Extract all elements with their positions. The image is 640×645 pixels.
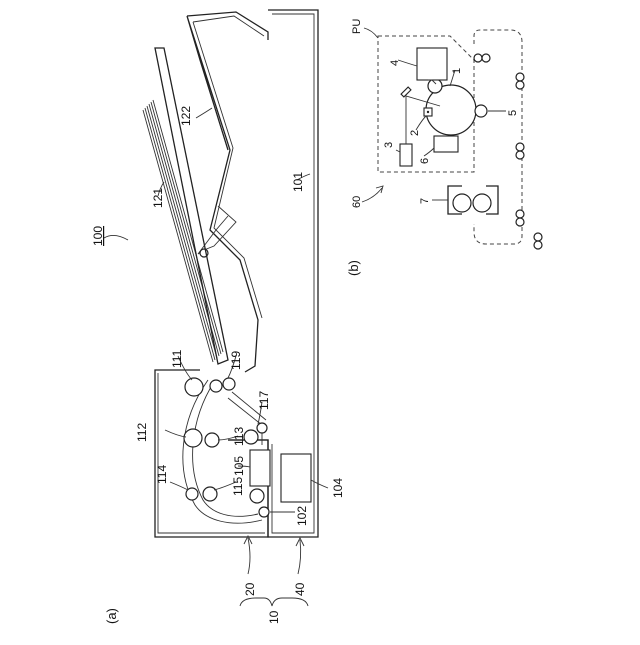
label-40: 40 [293, 582, 307, 596]
charger-2-dot [427, 111, 429, 113]
label-113: 113 [232, 427, 246, 446]
label-117: 117 [257, 391, 271, 410]
label-122: 122 [179, 106, 193, 126]
leader-114 [170, 482, 188, 490]
label-1: 1 [451, 68, 463, 74]
label-114: 114 [155, 465, 169, 484]
roller-113 [205, 433, 219, 447]
leader-2 [416, 116, 426, 130]
leader-3 [396, 150, 400, 152]
figure-b: (b) PU 4 1 5 2 3 6 7 60 [346, 19, 542, 276]
label-112: 112 [135, 423, 149, 442]
label-3: 3 [383, 142, 395, 148]
label-pu: PU [351, 19, 363, 34]
label-10: 10 [267, 610, 281, 624]
label-100: 100 [91, 226, 105, 246]
developer-unit-4 [417, 48, 447, 80]
label-121: 121 [151, 188, 165, 208]
fixing-roller-a [453, 194, 471, 212]
developing-roller [428, 79, 442, 93]
label-5: 5 [507, 110, 519, 116]
label-119: 119 [229, 351, 243, 370]
label-105: 105 [232, 456, 246, 476]
output-tray-plate [155, 48, 228, 364]
leader-112 [165, 430, 186, 437]
label-6: 6 [419, 158, 431, 164]
roller-111 [185, 378, 203, 396]
leader-100 [104, 235, 128, 240]
roller-115 [203, 487, 217, 501]
label-115: 115 [231, 477, 245, 496]
roller-115b [250, 489, 264, 503]
label-111: 111 [170, 349, 184, 368]
leader-122 [196, 108, 212, 118]
reading-unit-105 [250, 450, 270, 486]
transfer-roller-5 [475, 105, 487, 117]
arrow-40 [296, 538, 304, 574]
label-a-panel: (a) [104, 608, 119, 624]
fixing-roller-b [473, 194, 491, 212]
label-60: 60 [351, 196, 363, 208]
mirror [401, 87, 411, 97]
roller-119a [210, 380, 222, 392]
label-2: 2 [409, 130, 421, 136]
leader-6 [424, 148, 434, 156]
roller-117b [257, 423, 267, 433]
label-101: 101 [291, 172, 305, 192]
figure-a: (a) 100 121 122 101 111 119 112 113 117 … [91, 10, 345, 624]
conveying-rollers [474, 54, 542, 249]
sheet-path-inner [193, 382, 258, 516]
roller-117a [244, 430, 258, 444]
tray-122-arm [198, 206, 236, 254]
cleaner-6 [434, 136, 458, 152]
arrow-60 [362, 186, 383, 202]
label-4: 4 [389, 60, 401, 66]
bracket-10 [240, 598, 308, 606]
leader-pu [364, 28, 378, 38]
label-104: 104 [331, 478, 345, 498]
label-7: 7 [419, 198, 431, 204]
roller-102 [259, 507, 269, 517]
arrow-20 [244, 536, 252, 574]
roller-112 [184, 429, 202, 447]
label-102: 102 [295, 506, 309, 526]
tray-122-inner [193, 16, 264, 318]
unit-104 [281, 454, 311, 502]
roller-119b [223, 378, 235, 390]
tray-122 [187, 12, 268, 372]
label-b-panel: (b) [346, 260, 361, 276]
label-20: 20 [243, 582, 257, 596]
exposure-unit-3 [400, 144, 412, 166]
